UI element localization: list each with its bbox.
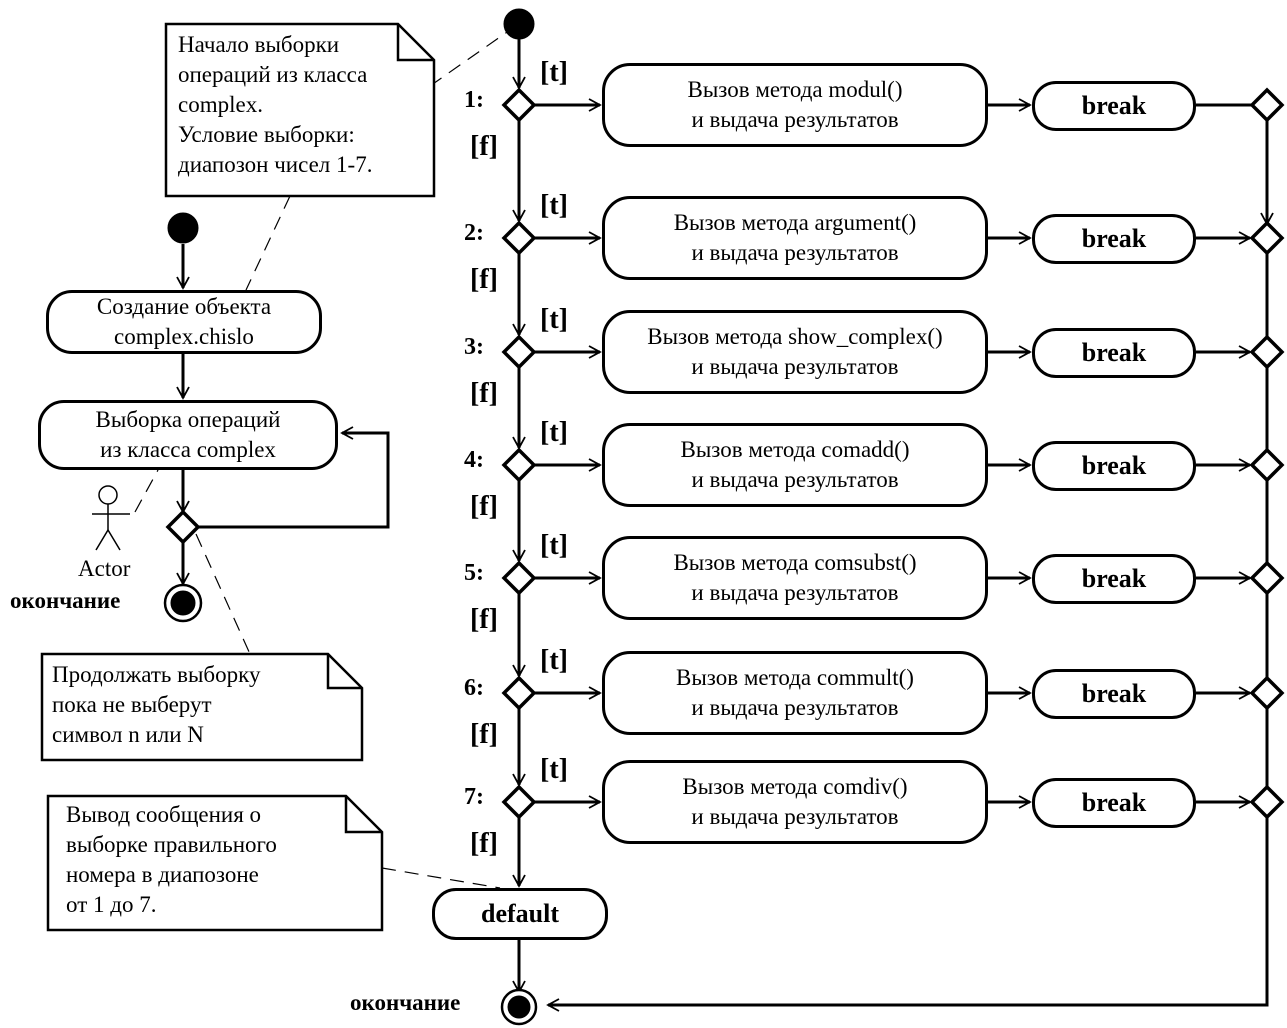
decision-1 xyxy=(501,87,537,123)
note-link-create xyxy=(245,195,291,291)
left-decision xyxy=(165,509,201,545)
guard-false-5: [f] xyxy=(470,604,498,635)
case-action-4: Вызов метода comadd() и выдача результат… xyxy=(602,423,988,507)
actor-icon xyxy=(92,485,130,551)
left-loop-back xyxy=(198,426,390,529)
main-end-label: окончание xyxy=(350,990,461,1015)
case-action-3: Вызов метода show_complex() и выдача рез… xyxy=(602,310,988,394)
guard-false-3: [f] xyxy=(470,378,498,409)
case-action-1: Вызов метода modul() и выдача результато… xyxy=(602,63,988,147)
guard-true-3: [t] xyxy=(540,304,568,335)
activity-create-object: Создание объекта complex.chislo xyxy=(46,290,322,354)
case-break-2: break xyxy=(1032,214,1196,264)
merge-5 xyxy=(1249,560,1285,596)
actor-label: Actor xyxy=(78,556,131,581)
guard-false-2: [f] xyxy=(470,264,498,295)
note-link-continue xyxy=(195,533,251,655)
left-end-label: окончание xyxy=(10,588,121,613)
merge-1 xyxy=(1249,87,1285,123)
case-number-7: 7: xyxy=(464,784,484,810)
note-selection-start: Начало выборки операций из класса comple… xyxy=(178,32,373,177)
merge-7 xyxy=(1249,784,1285,820)
guard-true-2: [t] xyxy=(540,190,568,221)
case-action-6: Вызов метода commult() и выдача результа… xyxy=(602,651,988,735)
case-action-2: Вызов метода argument() и выдача результ… xyxy=(602,196,988,280)
case-action-5: Вызов метода comsubst() и выдача результ… xyxy=(602,536,988,620)
note-shape-continue xyxy=(40,652,364,762)
default-node: default xyxy=(432,888,608,940)
decision-4 xyxy=(501,447,537,483)
merge-6 xyxy=(1249,675,1285,711)
decision-2 xyxy=(501,220,537,256)
case-number-4: 4: xyxy=(464,447,484,473)
decision-7 xyxy=(501,784,537,820)
guard-true-4: [t] xyxy=(540,417,568,448)
case-number-3: 3: xyxy=(464,334,484,360)
case-action-7: Вызов метода comdiv() и выдача результат… xyxy=(602,760,988,844)
actor-link xyxy=(134,469,159,513)
decision-5 xyxy=(501,560,537,596)
note-shape-selection-start xyxy=(164,22,436,198)
note-link-default xyxy=(381,867,501,889)
guard-true-7: [t] xyxy=(540,754,568,785)
guard-true-6: [t] xyxy=(540,645,568,676)
guard-false-6: [f] xyxy=(470,719,498,750)
guard-false-4: [f] xyxy=(470,491,498,522)
guard-false-1: [f] xyxy=(470,131,498,162)
case-break-7: break xyxy=(1032,778,1196,828)
decision-3 xyxy=(501,334,537,370)
merge-4 xyxy=(1249,447,1285,483)
merge-2 xyxy=(1249,220,1285,256)
flow-merge-end xyxy=(546,817,1269,1012)
note-default-message: Вывод сообщения о выборке правильного но… xyxy=(66,802,277,917)
merge-3 xyxy=(1249,334,1285,370)
decision-6 xyxy=(501,675,537,711)
activity-select-operations: Выборка операций из класса complex xyxy=(38,400,338,470)
case-number-5: 5: xyxy=(464,560,484,586)
case-break-1: break xyxy=(1032,81,1196,131)
guard-true-5: [t] xyxy=(540,530,568,561)
case-break-6: break xyxy=(1032,669,1196,719)
flow-break-merge-1 xyxy=(1196,103,1274,226)
note-shape-default xyxy=(46,794,384,932)
guard-true-1: [t] xyxy=(540,57,568,88)
case-break-5: break xyxy=(1032,554,1196,604)
left-initial-node xyxy=(167,212,199,244)
case-break-4: break xyxy=(1032,441,1196,491)
case-break-3: break xyxy=(1032,328,1196,378)
case-number-6: 6: xyxy=(464,675,484,701)
main-initial-node xyxy=(503,8,535,40)
guard-false-7: [f] xyxy=(470,828,498,859)
note-link-start xyxy=(429,29,511,87)
case-number-2: 2: xyxy=(464,220,484,246)
case-number-1: 1: xyxy=(464,87,484,113)
note-continue-selection: Продолжать выборку пока не выберут симво… xyxy=(52,662,261,747)
